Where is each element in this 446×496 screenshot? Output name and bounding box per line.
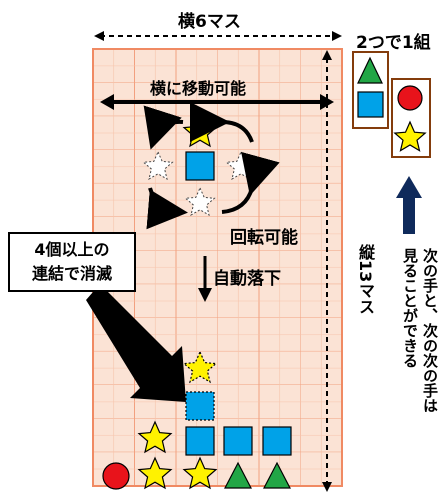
rotate-arrow-top-right <box>189 101 254 143</box>
stack-square-3 <box>262 426 292 456</box>
stack-star-3 <box>182 456 218 490</box>
next-arrow-shaft <box>403 196 415 234</box>
falling-square-piece <box>185 391 215 421</box>
next-square <box>357 91 384 118</box>
rotate-arrow-bottom-right <box>221 151 280 214</box>
pair-label: 2つで1組 <box>356 33 431 53</box>
square-piece <box>185 151 215 181</box>
stack-star-1 <box>137 420 173 454</box>
stack-square-1 <box>185 426 215 456</box>
next-arrow-head <box>396 176 422 198</box>
next-caption: 次の手と、次の次の手は 見ることができる <box>400 248 440 448</box>
height-label: 縦13マス <box>356 244 375 315</box>
next-triangle <box>357 56 383 84</box>
rotate-arrow-top-left <box>143 105 184 150</box>
fall-label: 自動落下 <box>213 269 281 289</box>
move-label: 横に移動可能 <box>150 79 247 98</box>
width-arrow-left-head <box>94 31 104 41</box>
height-arrow-top-head <box>322 50 332 60</box>
rotate-arrow-bottom-left <box>146 187 188 230</box>
move-arrow-right-head <box>320 94 334 110</box>
move-arrow-left-head <box>100 94 114 110</box>
vanish-label-line1: 4個以上の <box>34 240 110 259</box>
next-star <box>393 120 427 152</box>
stack-circle <box>102 462 130 490</box>
height-arrow-bottom-head <box>322 482 332 492</box>
vanish-callout: 4個以上の 連結で消滅 <box>8 232 136 292</box>
vanish-arrow <box>86 284 186 402</box>
stack-triangle-2 <box>263 461 291 489</box>
next-caption-line1: 次の手と、次の次の手は <box>421 248 439 413</box>
rotate-label: 回転可能 <box>230 228 298 248</box>
fall-arrow-head <box>198 288 212 302</box>
next-caption-line2: 見ることができる <box>401 248 419 368</box>
stack-square-2 <box>223 426 253 456</box>
width-label: 横6マス <box>178 12 241 32</box>
ghost-star-bottom <box>184 186 216 217</box>
width-arrow-right-head <box>332 31 342 41</box>
stack-star-2 <box>137 456 173 490</box>
stack-triangle-1 <box>224 461 252 489</box>
falling-star-piece <box>182 350 218 384</box>
ghost-star-left <box>142 150 174 181</box>
next-circle <box>397 85 423 111</box>
vanish-label-line2: 連結で消滅 <box>31 264 112 283</box>
